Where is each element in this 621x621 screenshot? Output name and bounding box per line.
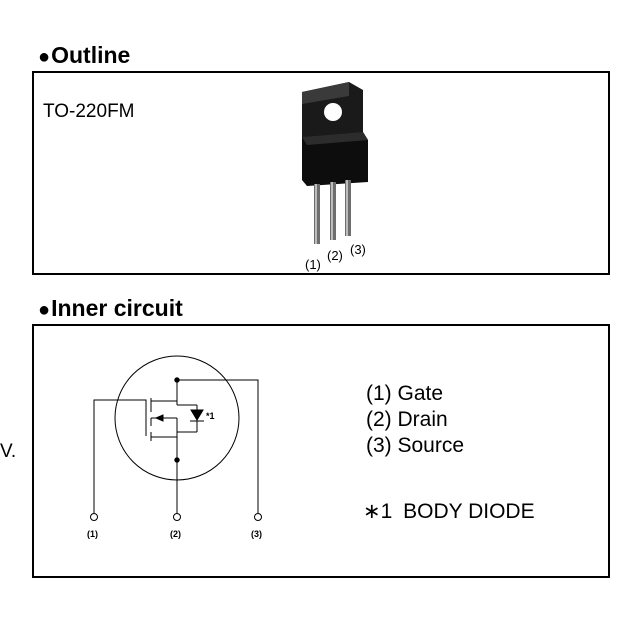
mounting-hole — [324, 103, 342, 121]
outline-heading: ●Outline — [38, 42, 130, 70]
schematic-pin-2-label: (2) — [170, 529, 181, 539]
stray-text: V. — [0, 441, 17, 462]
pin-legend: (1) Gate (2) Drain (3) Source — [366, 381, 464, 459]
inner-circuit-heading-text: Inner circuit — [51, 295, 183, 321]
terminal-2 — [173, 513, 181, 521]
source-wiring — [174, 418, 180, 513]
inner-circuit-heading: ●Inner circuit — [38, 295, 183, 323]
channel-wiring — [151, 400, 177, 438]
body-diode-note: ∗1 BODY DIODE — [363, 499, 535, 524]
outline-pin-1-label: (1) — [305, 257, 321, 272]
schematic-pin-3-label: (3) — [251, 529, 262, 539]
terminal-3 — [254, 513, 262, 521]
package-tab — [302, 82, 363, 144]
legend-item-drain: (2) Drain — [366, 408, 448, 431]
diode-marker: *1 — [206, 411, 215, 421]
note-text: BODY DIODE — [403, 500, 535, 523]
drain-wiring — [174, 377, 259, 513]
bullet-icon: ● — [38, 299, 51, 321]
inner-circuit-box — [32, 324, 610, 578]
note-marker: ∗1 — [363, 500, 393, 523]
legend-item-gate: (1) Gate — [366, 382, 444, 405]
bullet-icon: ● — [38, 46, 51, 68]
outline-box — [32, 71, 610, 275]
schematic-pin-1-label: (1) — [87, 529, 98, 539]
package-leads — [314, 180, 351, 244]
outline-pin-3-label: (3) — [350, 242, 366, 257]
terminal-1 — [90, 513, 98, 521]
legend-item-source: (3) Source — [366, 434, 465, 457]
package-name: TO-220FM — [43, 101, 135, 122]
gate-wiring — [93, 398, 152, 513]
body-diode-icon — [177, 409, 204, 433]
package-body — [302, 132, 368, 186]
outline-pin-2-label: (2) — [327, 248, 343, 263]
channel-arrow-icon — [154, 414, 164, 422]
outline-heading-text: Outline — [51, 42, 131, 68]
